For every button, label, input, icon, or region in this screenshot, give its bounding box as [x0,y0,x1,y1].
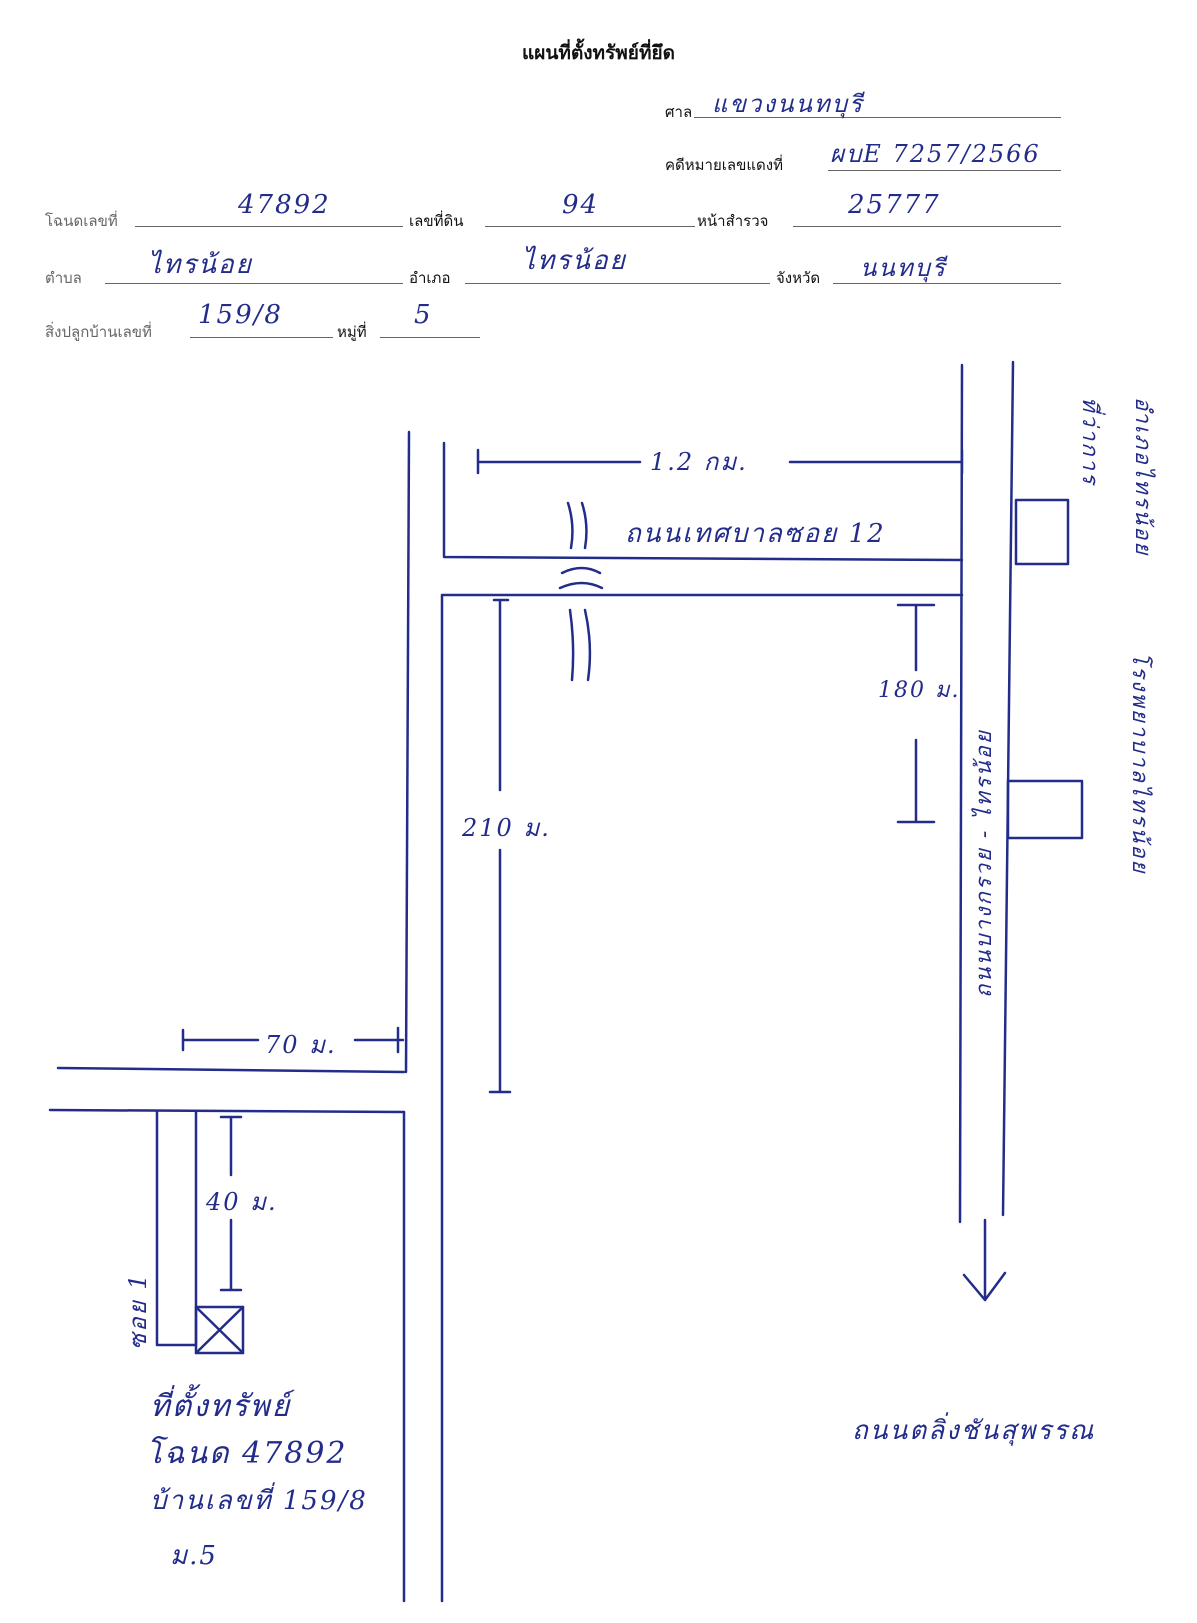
case-number-label: คดีหมายเลขแดงที่ [665,156,783,174]
page-title: แผนที่ตั้งทรัพย์ที่ยึด [522,42,675,64]
district-line [465,283,770,284]
district-value: ไทรน้อย [522,246,627,276]
land-number-value: 94 [562,190,600,220]
property-label-4: ม.5 [170,1541,218,1571]
deed-number-value: 47892 [238,190,331,220]
deed-number-label: โฉนดเลขที่ [45,212,118,230]
village-number-label: หมู่ที่ [337,323,367,341]
court-label: ศาล [665,103,693,121]
road-soi12-label: ถนนเทศบาลซอย 12 [625,519,886,549]
deed-number-line [135,226,403,227]
land-number-label: เลขที่ดิน [409,212,464,230]
landmark-mid-label: โรงพยาบาลไทรน้อย [1127,652,1152,875]
dist-70-label: 70 ม. [265,1031,337,1059]
case-number-value: ผบE 7257/2566 [830,140,1041,168]
property-plot [194,1305,245,1355]
soi12-road-top-edge [442,441,964,562]
subdistrict-value: ไทรน้อย [148,250,253,280]
soi1-lane [155,1110,198,1347]
house-number-line [190,337,333,338]
court-line [694,117,1061,118]
land-number-line [485,226,695,227]
property-label-1: ที่ตั้งทรัพย์ [150,1389,292,1424]
province-value: นนทบุรี [860,254,947,282]
province-label: จังหวัด [776,269,821,287]
house-number-label: สิ่งปลูกบ้านเลขที่ [45,323,152,341]
subdistrict-line [105,283,403,284]
road-bottom-label: ถนนตลิ่งชันสุพรรณ [852,1416,1096,1446]
survey-page-value: 25777 [848,190,941,220]
soi1-road-top-edge [56,1066,406,1074]
village-number-line [380,337,480,338]
dist-180-label: 180 ม. [878,678,961,703]
case-number-line [828,170,1061,171]
main-road-label: ถนนบางกรวย - ไทรน้อย [972,729,997,998]
property-label-3: บ้านเลขที่ 159/8 [150,1486,368,1516]
main-road-left-edge [958,363,964,1224]
dist-210-label: 210 ม. [462,814,551,842]
court-value: แขวงนนทบุรี [712,90,864,118]
soi1-road-bottom-edge [48,1108,406,1114]
dist-top-label: 1.2 กม. [650,448,748,476]
landmark-top-label: อำเภอไทรน้อย [1130,397,1155,557]
hospital-box [1006,779,1084,840]
subdistrict-label: ตำบล [45,269,82,287]
house-number-value: 159/8 [198,300,283,330]
district-office-box [1014,498,1070,566]
left-road-right-edge [404,430,411,1074]
property-label-2: โฉนด 47892 [146,1436,348,1471]
landmark-top-sub-label: ที่ว่าการ [1077,397,1102,486]
down-arrow [962,1218,1007,1302]
survey-page-line [793,226,1061,227]
soi12-road-bottom-edge [440,593,964,1603]
soi1-label: ซอย 1 [124,1272,152,1350]
survey-page-label: หน้าสำรวจ [697,212,769,230]
village-number-value: 5 [414,300,433,330]
province-line [833,283,1061,284]
district-label: อำเภอ [409,269,451,287]
dist-40-label: 40 ม. [206,1188,278,1216]
